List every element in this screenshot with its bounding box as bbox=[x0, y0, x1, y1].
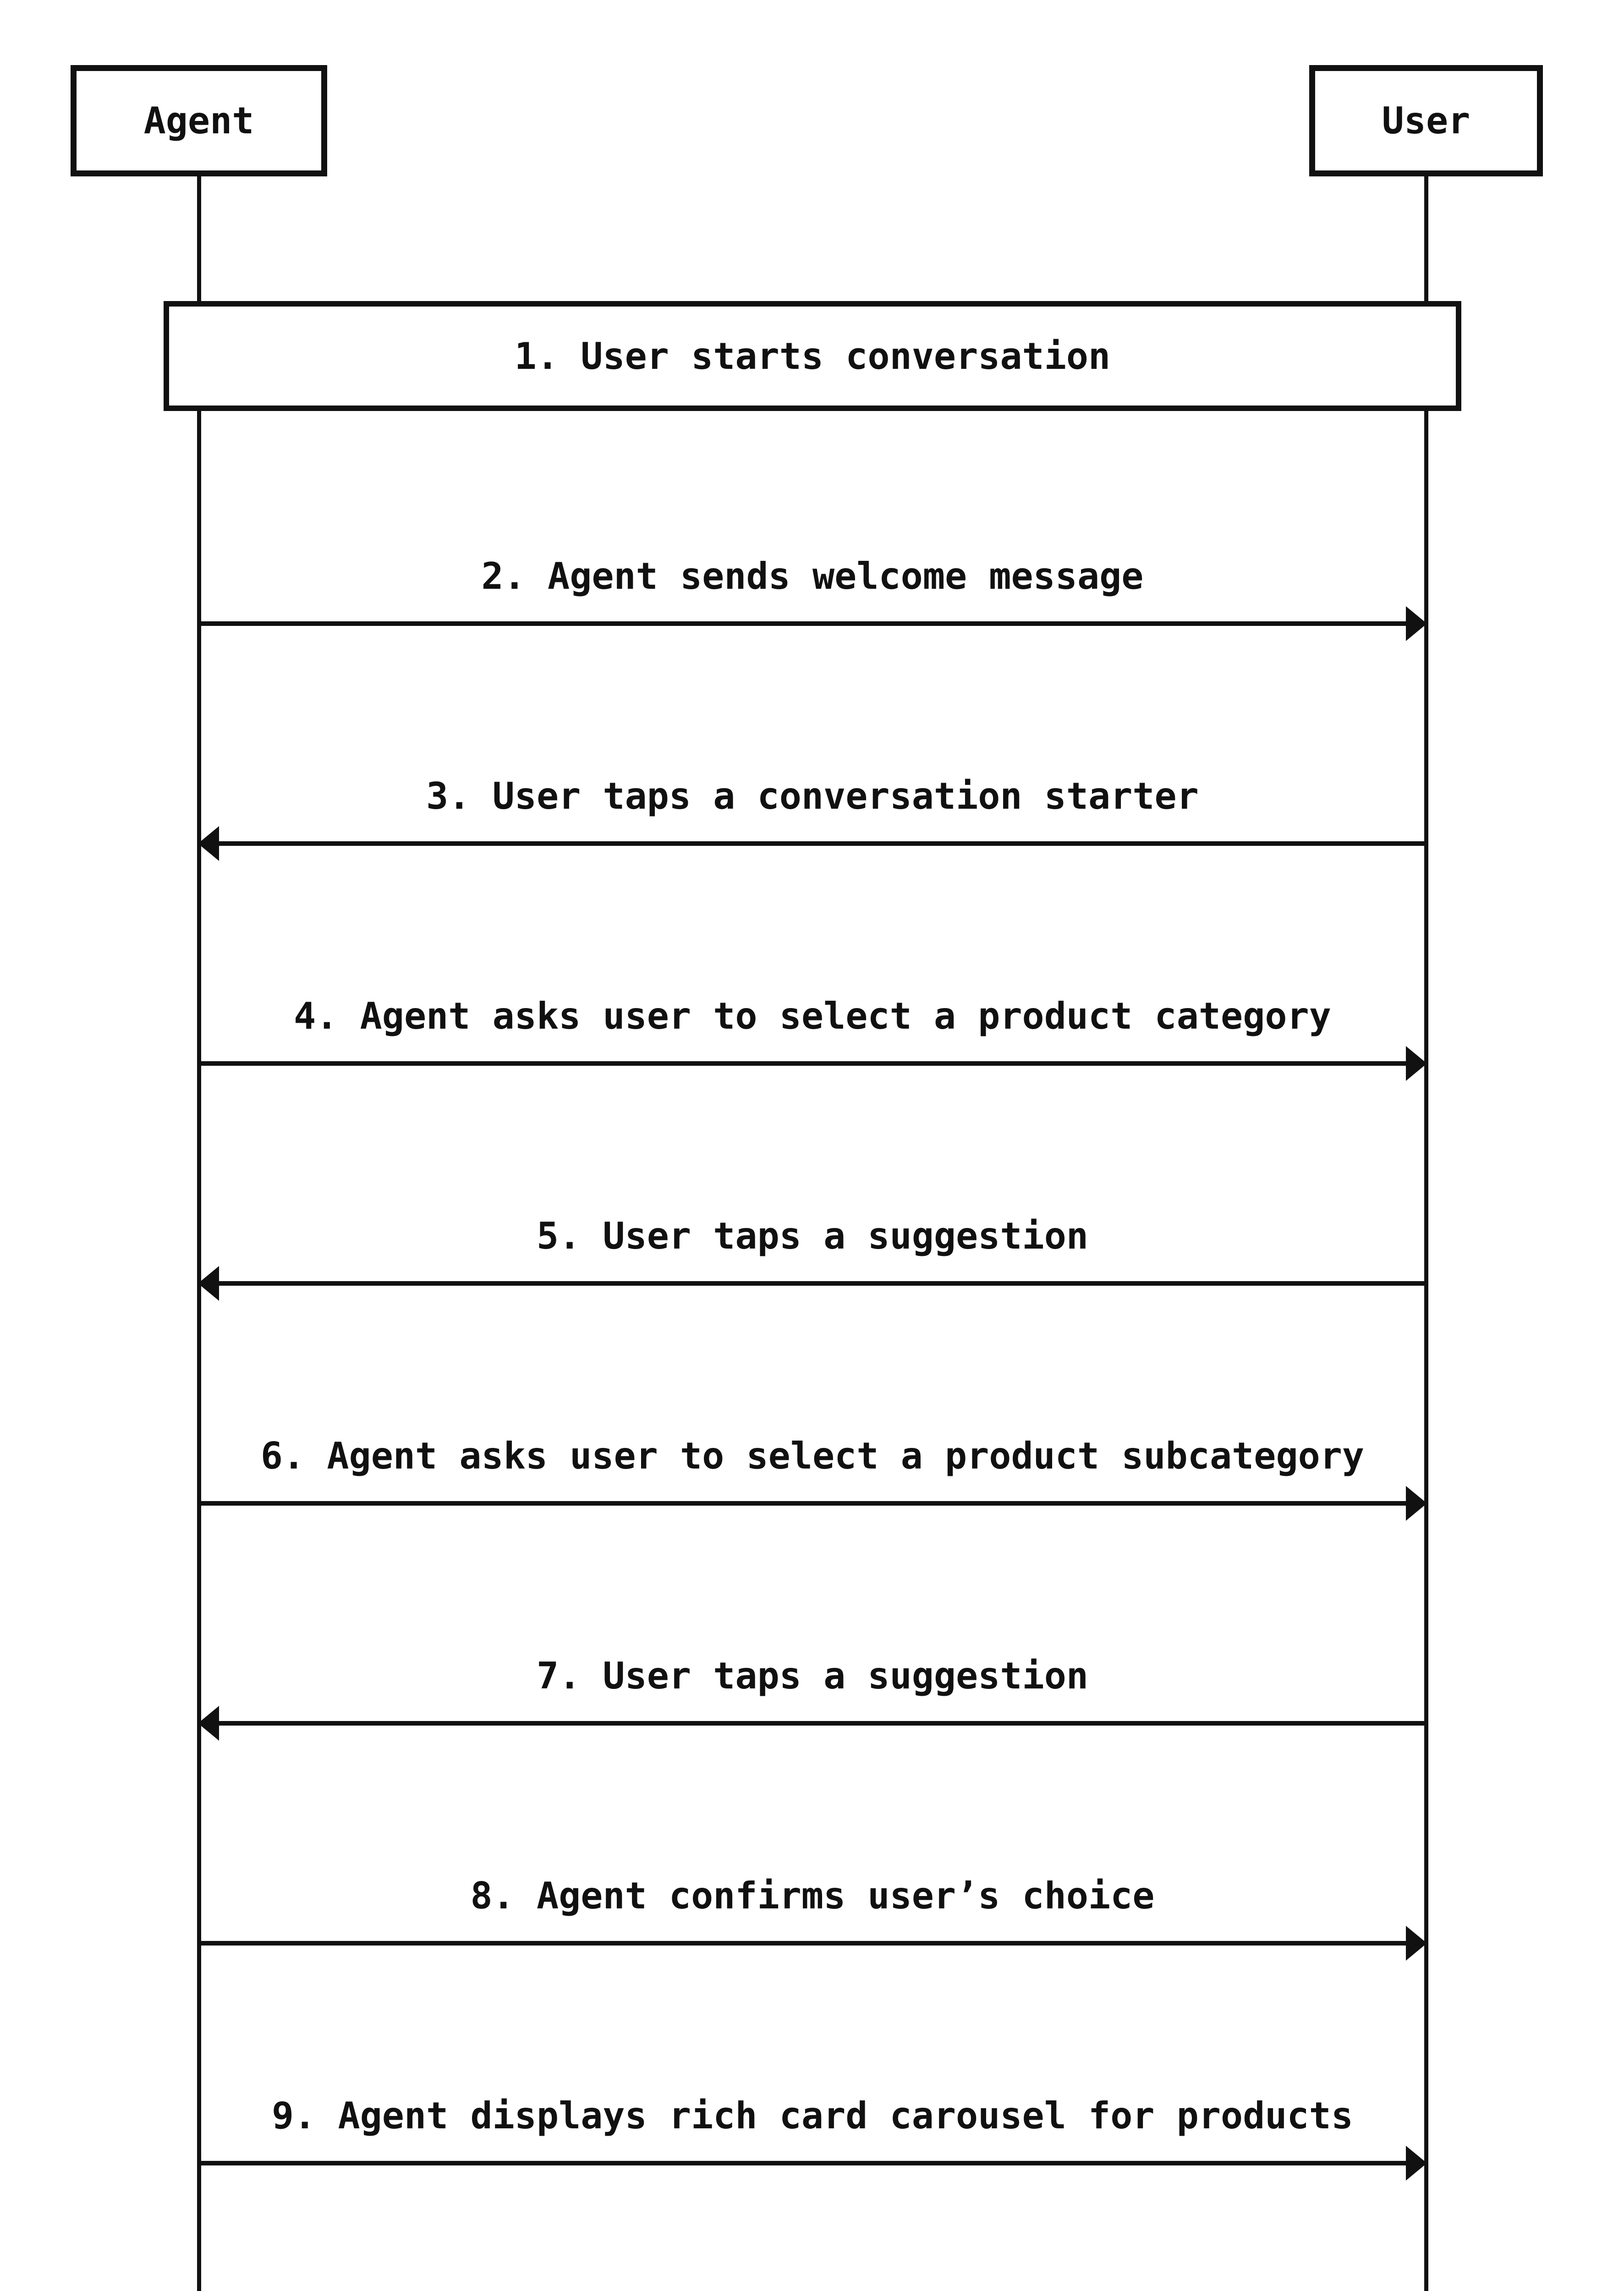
agent-lifeline bbox=[197, 176, 201, 2291]
arrowhead-icon bbox=[198, 1266, 219, 1301]
message-label: 9. Agent displays rich card carousel for… bbox=[271, 2094, 1354, 2137]
message-label: 7. User taps a suggestion bbox=[536, 1655, 1089, 1697]
message-label: 6. Agent asks user to select a product s… bbox=[260, 1435, 1365, 1477]
actor-box-agent-top: Agent bbox=[71, 65, 327, 176]
actor-label-agent-top: Agent bbox=[143, 99, 254, 142]
user-lifeline bbox=[1424, 176, 1428, 2291]
message-arrow bbox=[199, 1486, 1427, 1521]
arrowhead-icon bbox=[1406, 606, 1427, 641]
message-arrow bbox=[198, 826, 1426, 861]
message-label: 2. Agent sends welcome message bbox=[481, 555, 1144, 597]
message-arrow bbox=[198, 1266, 1426, 1301]
message-label: 5. User taps a suggestion bbox=[536, 1215, 1089, 1257]
message-arrow bbox=[199, 606, 1427, 641]
arrowhead-icon bbox=[1406, 1926, 1427, 1961]
message-arrow bbox=[199, 1926, 1427, 1961]
message-arrow bbox=[198, 1706, 1426, 1741]
actor-label-user-top: User bbox=[1382, 99, 1470, 142]
arrowhead-icon bbox=[1406, 2146, 1427, 2181]
message-label: 4. Agent asks user to select a product c… bbox=[294, 995, 1331, 1037]
actor-box-user-top: User bbox=[1309, 65, 1543, 176]
message-arrow bbox=[199, 2146, 1427, 2181]
note-label: 1. User starts conversation bbox=[514, 334, 1111, 378]
arrowhead-icon bbox=[1406, 1046, 1427, 1081]
message-arrow bbox=[199, 1046, 1427, 1081]
arrowhead-icon bbox=[198, 1706, 219, 1741]
arrowhead-icon bbox=[198, 826, 219, 861]
message-label: 3. User taps a conversation starter bbox=[426, 775, 1199, 817]
message-label: 8. Agent confirms user’s choice bbox=[470, 1874, 1155, 1917]
arrowhead-icon bbox=[1406, 1486, 1427, 1521]
note-box: 1. User starts conversation bbox=[164, 301, 1461, 411]
